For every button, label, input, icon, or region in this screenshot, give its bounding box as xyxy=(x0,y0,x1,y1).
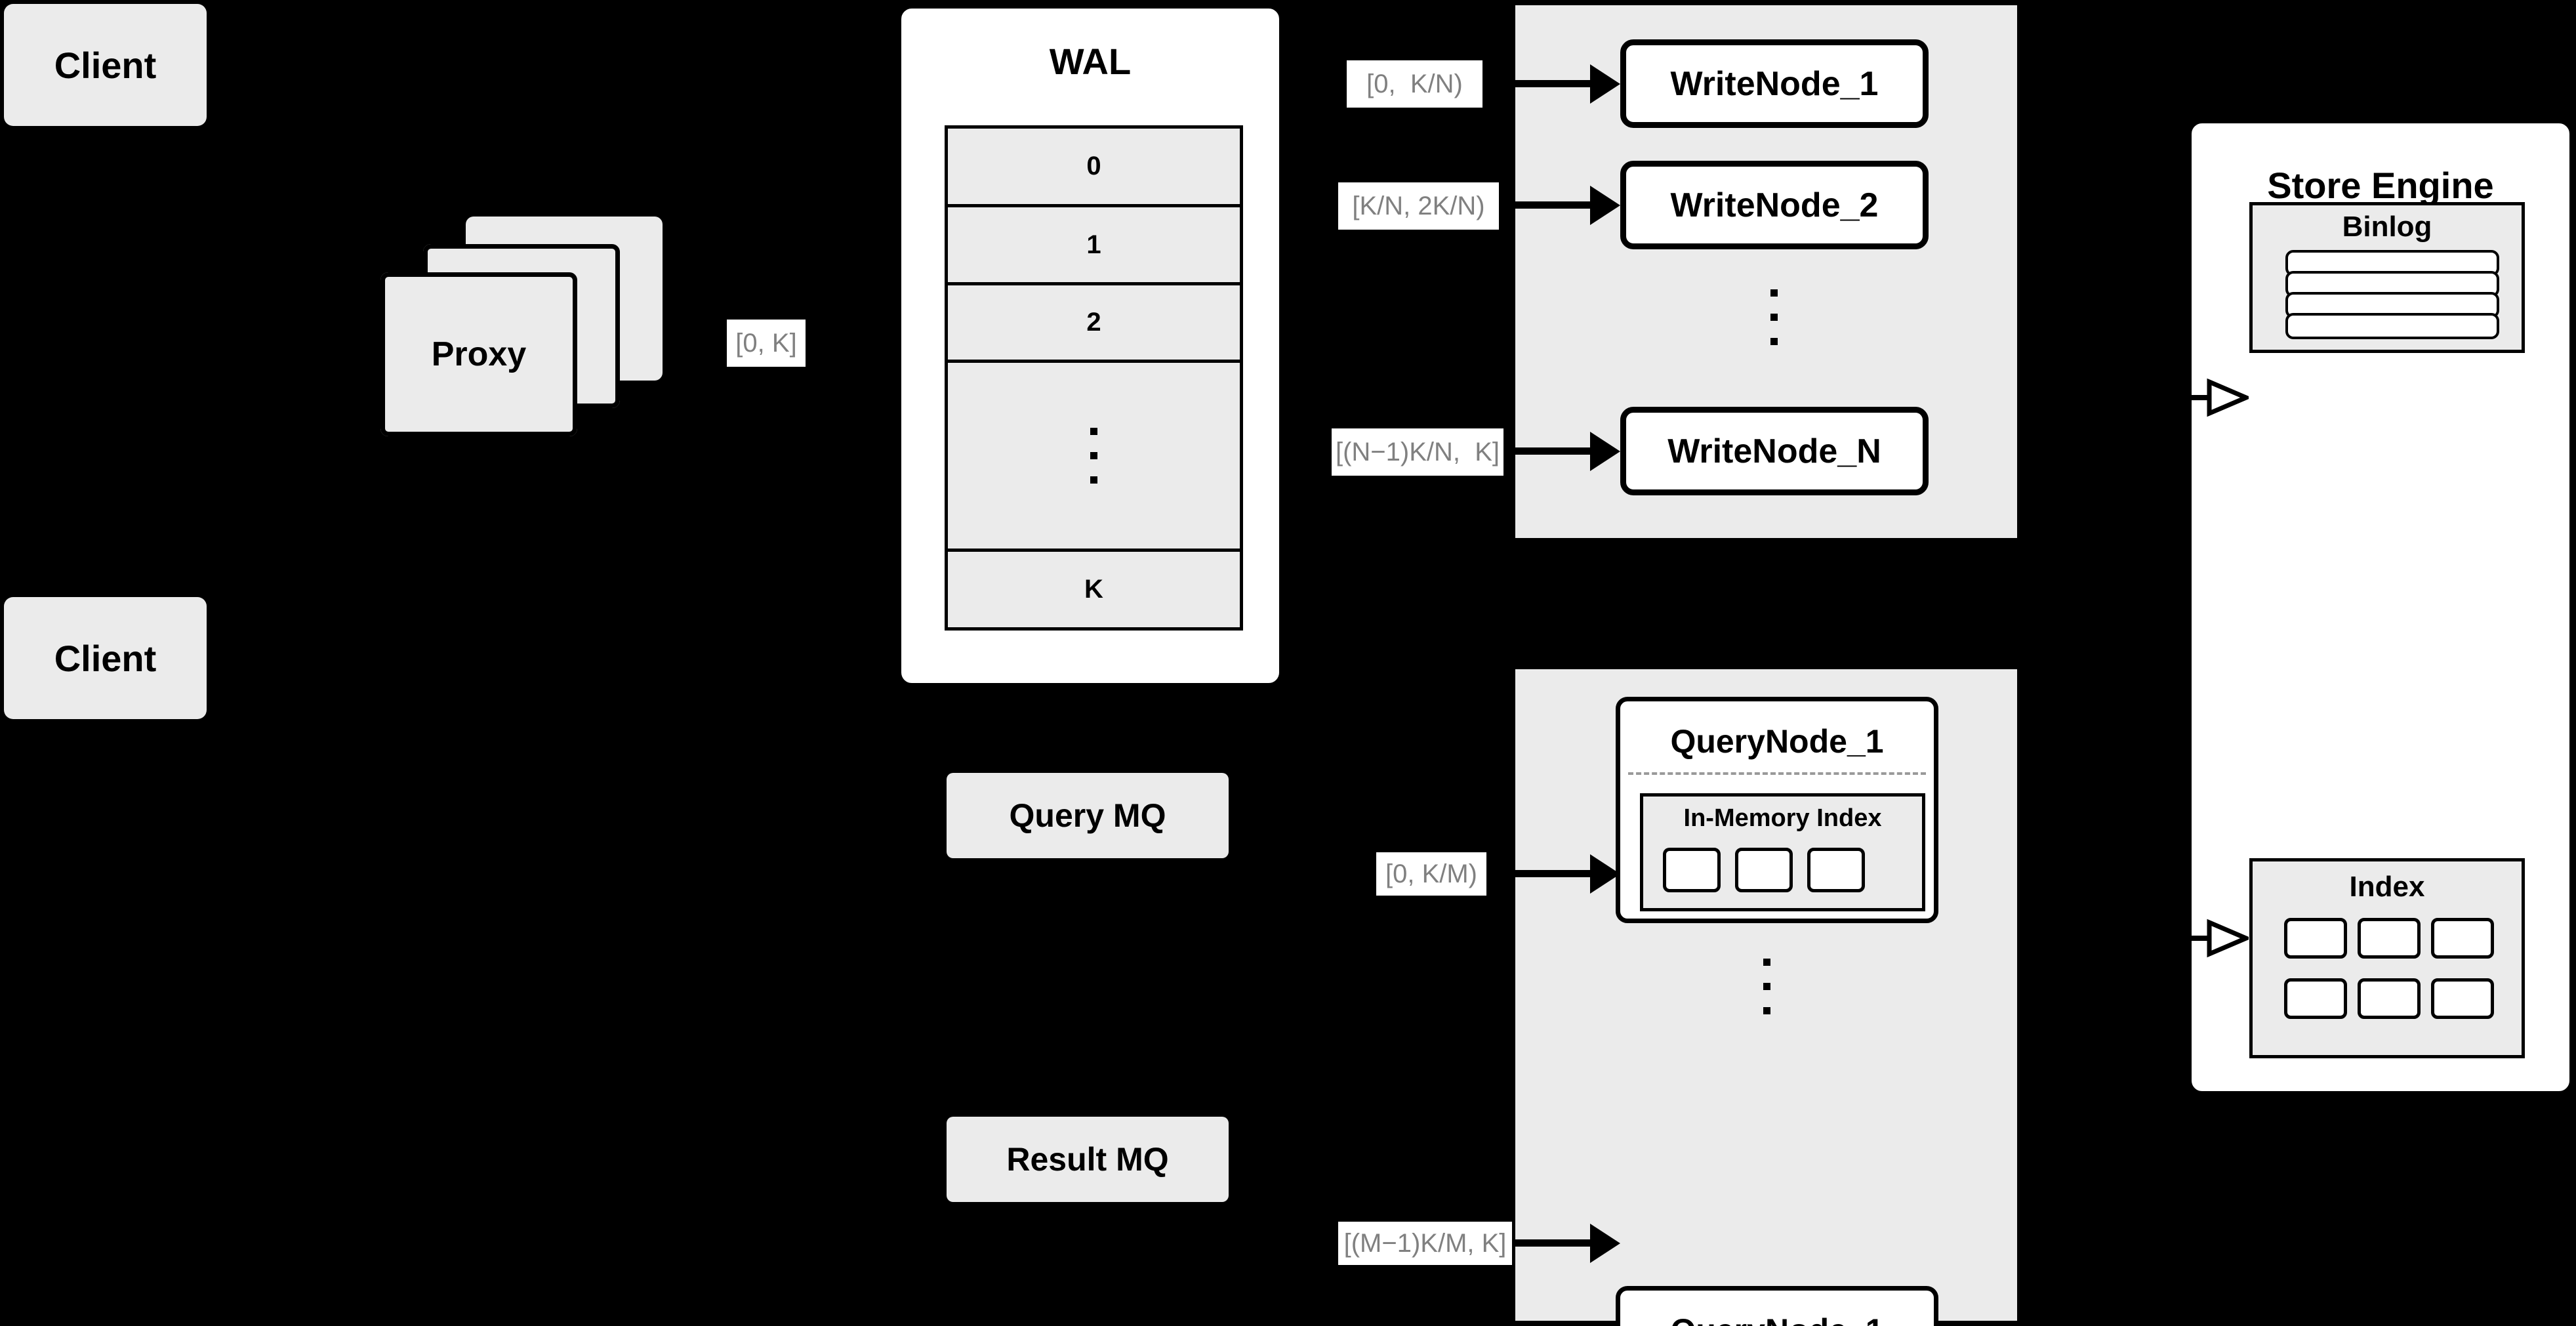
binlog-box-extended: Binlog xyxy=(2249,202,2525,353)
write-node-2[interactable]: WriteNode_2 xyxy=(1620,161,1929,249)
write-node-2-range-text: [K/N, 2K/N) xyxy=(1352,192,1485,220)
query-node-1-label: QueryNode_1 xyxy=(1670,723,1884,760)
store-index-arrow-head-icon xyxy=(2207,919,2249,958)
binlog-arrow-head-icon xyxy=(2207,378,2249,417)
query-node-2-arrow-head-icon xyxy=(1590,1224,1620,1263)
write-node-1-label: WriteNode_1 xyxy=(1670,64,1879,103)
write-node-n[interactable]: WriteNode_N xyxy=(1620,407,1929,495)
write-node-1-range-text: [0, K/N) xyxy=(1366,70,1463,98)
write-node-1-range-label: [0, K/N) xyxy=(1347,60,1482,108)
binlog-inbound-arrow xyxy=(2177,378,2249,417)
proxy-front-card[interactable]: Proxy xyxy=(380,272,577,436)
result-mq-box[interactable]: Result MQ xyxy=(947,1117,1229,1202)
wal-row-2: 2 xyxy=(948,285,1240,363)
wal-vertical-ellipsis-icon xyxy=(1090,427,1097,484)
client-box-1[interactable]: Client xyxy=(4,4,207,126)
query-cluster-vertical-ellipsis-icon xyxy=(1760,943,1773,1029)
write-node-2-range-label: [K/N, 2K/N) xyxy=(1338,182,1499,230)
store-index-inbound-arrow xyxy=(2177,919,2249,958)
write-node-n-arrow-shaft xyxy=(1515,447,1594,455)
wal-row-ellipsis xyxy=(948,363,1240,552)
wal-row-k: K xyxy=(948,551,1240,627)
write-node-1-arrow-head-icon xyxy=(1590,64,1620,104)
query-mq-box[interactable]: Query MQ xyxy=(947,773,1229,858)
store-index-arrow-shaft xyxy=(2177,936,2211,941)
query-mq-label: Query MQ xyxy=(1009,797,1166,834)
write-node-2-label: WriteNode_2 xyxy=(1670,186,1879,224)
write-cluster-vertical-ellipsis-icon xyxy=(1767,274,1780,360)
wal-panel: WAL 0 1 2 K xyxy=(897,5,1283,687)
query-node-2[interactable]: QueryNode_1 In-Memory Index xyxy=(1616,1286,1938,1326)
query-node-2-arrow-shaft xyxy=(1515,1239,1594,1247)
store-index-chip-5 xyxy=(2358,978,2421,1019)
query-node-1-in-memory-index: In-Memory Index xyxy=(1640,793,1925,911)
store-index-chip-4 xyxy=(2284,978,2347,1019)
proxy-stack[interactable]: Proxy xyxy=(380,217,669,436)
wal-title: WAL xyxy=(1049,41,1132,82)
write-node-n-range-text: [(N−1)K/N, K] xyxy=(1335,438,1500,466)
client-label-1: Client xyxy=(54,44,157,86)
write-node-n-arrow-head-icon xyxy=(1590,432,1620,471)
query-node-1[interactable]: QueryNode_1 In-Memory Index xyxy=(1616,697,1938,923)
write-node-2-arrow-head-icon xyxy=(1590,186,1620,225)
wal-table: 0 1 2 K xyxy=(945,125,1243,631)
binlog-title-display: Binlog xyxy=(2342,211,2432,243)
write-node-n-range-label: [(N−1)K/N, K] xyxy=(1332,428,1503,476)
store-index-chip-1 xyxy=(2284,918,2347,959)
write-node-1-arrow-shaft xyxy=(1515,80,1594,87)
proxy-range-label: [0, K] xyxy=(727,320,806,367)
result-mq-label: Result MQ xyxy=(1006,1141,1169,1178)
write-node-2-arrow-shaft xyxy=(1515,201,1594,209)
binlog-bar-4 xyxy=(2285,313,2499,339)
query-node-1-range-text: [0, K/M) xyxy=(1385,860,1478,888)
wal-row-1: 1 xyxy=(948,207,1240,285)
query-node-2-label: QueryNode_1 xyxy=(1620,1312,1934,1326)
query-node-1-divider xyxy=(1628,772,1926,775)
store-index-chip-3 xyxy=(2431,918,2494,959)
query-node-1-arrow-head-icon xyxy=(1590,854,1620,894)
store-engine-panel: Store Engine Binlog Index xyxy=(2188,119,2573,1095)
proxy-range-label-text: [0, K] xyxy=(735,329,797,358)
client-label-2: Client xyxy=(54,637,157,679)
write-node-1[interactable]: WriteNode_1 xyxy=(1620,39,1929,128)
query-node-1-arrow-shaft xyxy=(1515,870,1594,877)
store-engine-title: Store Engine xyxy=(2267,165,2494,206)
proxy-label: Proxy xyxy=(431,335,527,373)
query-node-1-index-chip-1 xyxy=(1663,848,1721,892)
query-node-1-index-chip-3 xyxy=(1807,848,1865,892)
store-index-chip-6 xyxy=(2431,978,2494,1019)
store-index-title: Index xyxy=(2349,871,2425,903)
store-index-box: Index xyxy=(2249,858,2525,1058)
query-node-2-range-text: [(M−1)K/M, K] xyxy=(1343,1229,1507,1258)
write-node-n-label: WriteNode_N xyxy=(1667,432,1881,470)
query-node-1-range-label: [0, K/M) xyxy=(1376,852,1486,896)
query-node-1-index-chip-2 xyxy=(1735,848,1793,892)
store-index-chip-2 xyxy=(2358,918,2421,959)
binlog-arrow-shaft xyxy=(2177,395,2211,400)
wal-row-0: 0 xyxy=(948,129,1240,208)
client-box-2[interactable]: Client xyxy=(4,597,207,719)
query-node-1-index-title: In-Memory Index xyxy=(1683,804,1882,832)
query-node-2-range-label: [(M−1)K/M, K] xyxy=(1338,1222,1512,1265)
